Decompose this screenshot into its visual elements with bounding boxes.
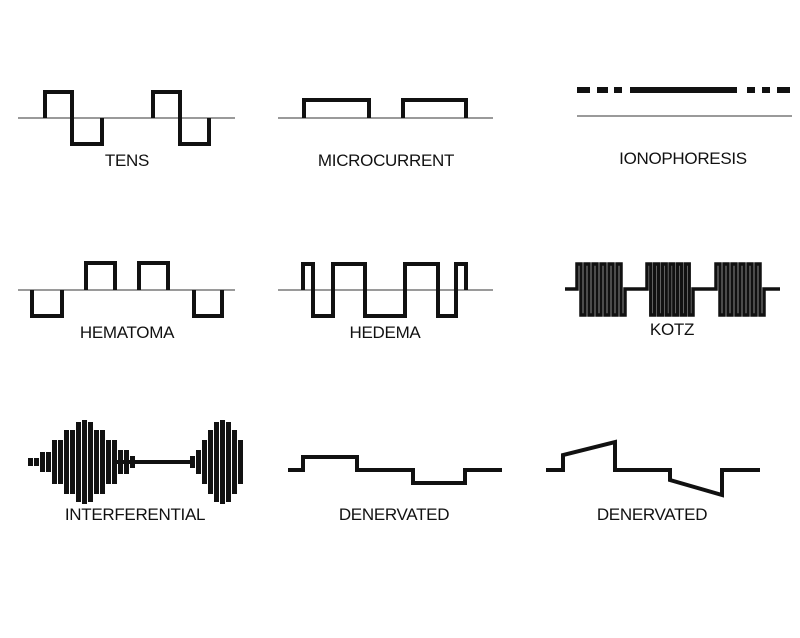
- interferential-burst-bar: [232, 430, 237, 494]
- interferential-burst-bar: [220, 420, 225, 504]
- interferential-burst-bar: [106, 440, 111, 484]
- interferential-burst-bar: [40, 452, 45, 472]
- interferential-burst-bar: [208, 430, 213, 494]
- interferential-burst-bar: [34, 458, 39, 466]
- interferential-burst-bar: [100, 430, 105, 494]
- hematoma-positive-pulse: [137, 261, 170, 290]
- interferential-carrier-line: [115, 460, 190, 464]
- label-interferential: INTERFERENTIAL: [64, 505, 206, 524]
- ionophoresis-dash: [777, 87, 790, 93]
- ionophoresis-dash: [577, 87, 590, 93]
- interferential-burst-bar: [82, 420, 87, 504]
- denervated-2-wave: [546, 439, 760, 498]
- label-hedema: HEDEMA: [349, 323, 421, 342]
- hematoma-negative-pulse: [30, 290, 64, 318]
- label-tens: TENS: [104, 151, 150, 170]
- interferential-burst-bar: [226, 422, 231, 502]
- label-denervated-2: DENERVATED: [596, 505, 708, 524]
- interferential-burst-bar: [46, 452, 51, 472]
- interferential-burst-bar: [196, 450, 201, 474]
- microcurrent-pulse: [401, 98, 468, 118]
- label-microcurrent: MICROCURRENT: [317, 151, 455, 170]
- interferential-burst-bar: [88, 422, 93, 502]
- label-hematoma: HEMATOMA: [79, 323, 175, 342]
- label-ionophoresis: IONOPHORESIS: [619, 149, 747, 168]
- ionophoresis-dash: [614, 87, 622, 93]
- interferential-burst-bar: [76, 422, 81, 502]
- interferential-burst-bar: [58, 440, 63, 484]
- kotz-wave: [565, 262, 780, 317]
- tens-pulse: [151, 90, 211, 146]
- denervated-1-wave: [288, 455, 502, 485]
- label-kotz: KOTZ: [649, 320, 695, 339]
- ionophoresis-solid-segment: [630, 87, 737, 93]
- interferential-burst-bar: [190, 456, 195, 468]
- ionophoresis-dash: [597, 87, 608, 93]
- hedema-wave: [301, 262, 468, 318]
- ionophoresis-dash: [762, 87, 770, 93]
- tens-pulse: [43, 90, 104, 146]
- hematoma-negative-pulse: [192, 290, 224, 318]
- ionophoresis-dash: [747, 87, 755, 93]
- interferential-burst-bar: [238, 440, 243, 484]
- interferential-burst-bar: [64, 430, 69, 494]
- interferential-burst-bar: [94, 430, 99, 494]
- interferential-burst-bar: [28, 458, 33, 466]
- interferential-burst-bar: [52, 440, 57, 484]
- microcurrent-pulse: [302, 98, 371, 118]
- interferential-burst-bar: [202, 440, 207, 484]
- hematoma-positive-pulse: [84, 261, 117, 290]
- interferential-burst-bar: [112, 440, 117, 484]
- interferential-burst-bar: [70, 430, 75, 494]
- label-denervated-1: DENERVATED: [338, 505, 450, 524]
- interferential-burst-bar: [214, 422, 219, 502]
